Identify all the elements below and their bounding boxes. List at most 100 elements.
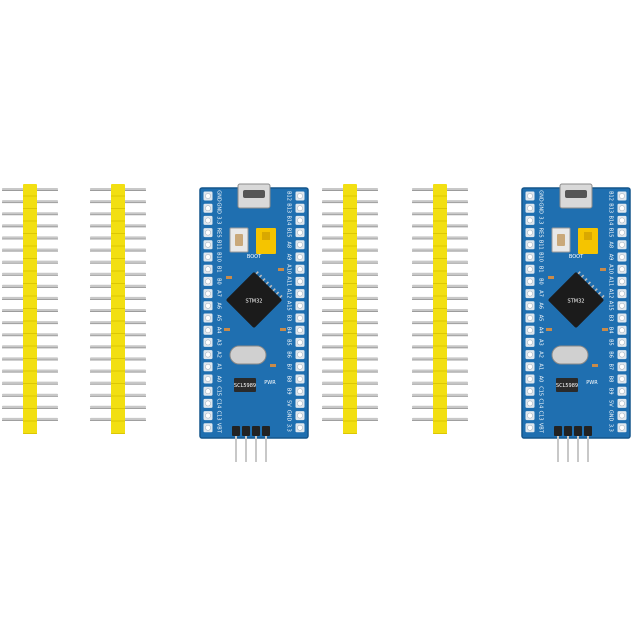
mcu-lead: [591, 284, 595, 288]
pin-header-strip: [2, 184, 58, 434]
smd-component: [280, 328, 286, 331]
pin-hole: [297, 363, 303, 370]
chip-label: STM32: [246, 299, 263, 305]
swd-pin: [245, 436, 247, 462]
pin-hole: [297, 266, 303, 273]
pin-label: A15: [608, 301, 614, 311]
pin-label: B6: [286, 351, 292, 358]
pin-label: C13: [216, 411, 222, 421]
pin-label: A6: [538, 302, 544, 309]
pin-hole: [619, 339, 625, 346]
pin-label: GND: [216, 190, 222, 202]
swd-header-base: [242, 426, 250, 436]
pin-hole: [297, 254, 303, 260]
pin-hole: [527, 266, 533, 273]
pin-hole: [297, 278, 303, 285]
pin-label: B5: [608, 339, 614, 346]
pin-label: A2: [538, 351, 544, 358]
pin-label: B7: [608, 363, 614, 370]
voltage-regulator: [556, 378, 578, 392]
pin-hole: [297, 388, 303, 395]
pin-hole: [527, 217, 533, 224]
swd-header-base: [252, 426, 260, 436]
pin-label: B13: [608, 203, 614, 213]
pin-label: C13: [538, 411, 544, 421]
pin-hole: [205, 217, 211, 224]
swd-header-base: [584, 426, 592, 436]
mcu-chip: [548, 272, 604, 328]
pin-hole: [527, 376, 533, 382]
pin-hole: [205, 376, 211, 382]
pin-hole: [205, 363, 211, 370]
pin-hole: [205, 241, 211, 248]
pin-label: A6: [216, 302, 222, 309]
swd-pin: [265, 436, 267, 462]
pin-hole: [527, 193, 533, 199]
regulator-label: SCL5989: [556, 383, 578, 389]
mcu-lead: [265, 281, 269, 285]
pin-hole: [527, 315, 533, 321]
swd-pin: [577, 436, 579, 462]
smd-component: [226, 276, 232, 279]
pin-label: GND: [216, 202, 222, 214]
pin-label: GND: [538, 190, 544, 202]
pin-hole: [527, 327, 533, 334]
pin-label: B14: [608, 216, 614, 226]
mcu-lead: [269, 284, 273, 288]
pin-label: A3: [538, 339, 544, 346]
boot-jumper-cap: [262, 232, 270, 240]
header-plastic-body: [111, 184, 125, 434]
pin-label: 3.3: [608, 424, 614, 432]
pin-label: A5: [216, 315, 222, 322]
pin-label: B9: [286, 388, 292, 395]
pin-label: B11: [538, 240, 544, 250]
boot-label: BOOT: [247, 254, 262, 260]
pin-hole: [619, 302, 625, 309]
crystal-oscillator: [551, 345, 589, 365]
pin-hole: [619, 400, 625, 407]
pin-hole: [619, 254, 625, 260]
pin-hole: [297, 424, 303, 431]
pin-label: A5: [538, 315, 544, 322]
pin-hole: [619, 205, 625, 212]
pin-label: A9: [608, 254, 614, 261]
pin-label: B11: [216, 240, 222, 250]
pin-hole: [297, 400, 303, 407]
pin-hole: [619, 376, 625, 382]
pin-label: B13: [286, 203, 292, 213]
pin-label: B7: [286, 363, 292, 370]
pin-label: GND: [608, 410, 614, 422]
pin-label: A8: [286, 241, 292, 248]
pin-label: B8: [608, 376, 614, 383]
pin-label: C14: [216, 398, 222, 408]
pin-hole: [619, 363, 625, 370]
mcu-lead: [597, 291, 602, 295]
pin-hole: [619, 229, 625, 236]
mcu-chip: [226, 272, 282, 328]
mcu-lead: [258, 274, 263, 278]
pin-hole: [527, 400, 533, 407]
smd-component: [270, 364, 276, 367]
pin-hole: [205, 266, 211, 273]
pin-hole: [527, 351, 533, 358]
pin-hole: [297, 229, 303, 236]
pin-hole: [527, 412, 533, 419]
swd-header-base: [232, 426, 240, 436]
pin-hole: [205, 254, 211, 260]
swd-header-base: [554, 426, 562, 436]
pin-hole: [297, 339, 303, 346]
usb-port: [243, 190, 265, 198]
pin-hole: [619, 424, 625, 431]
pin-label: A9: [286, 254, 292, 261]
pin-label: A7: [538, 290, 544, 297]
pin-hole: [527, 388, 533, 395]
pin-hole: [205, 327, 211, 334]
pin-hole: [527, 363, 533, 370]
pin-label: A11: [608, 277, 614, 287]
pin-hole: [527, 278, 533, 285]
boot-jumper-cap: [584, 232, 592, 240]
pin-hole: [297, 315, 303, 321]
swd-header-base: [262, 426, 270, 436]
pin-label: B8: [286, 376, 292, 383]
